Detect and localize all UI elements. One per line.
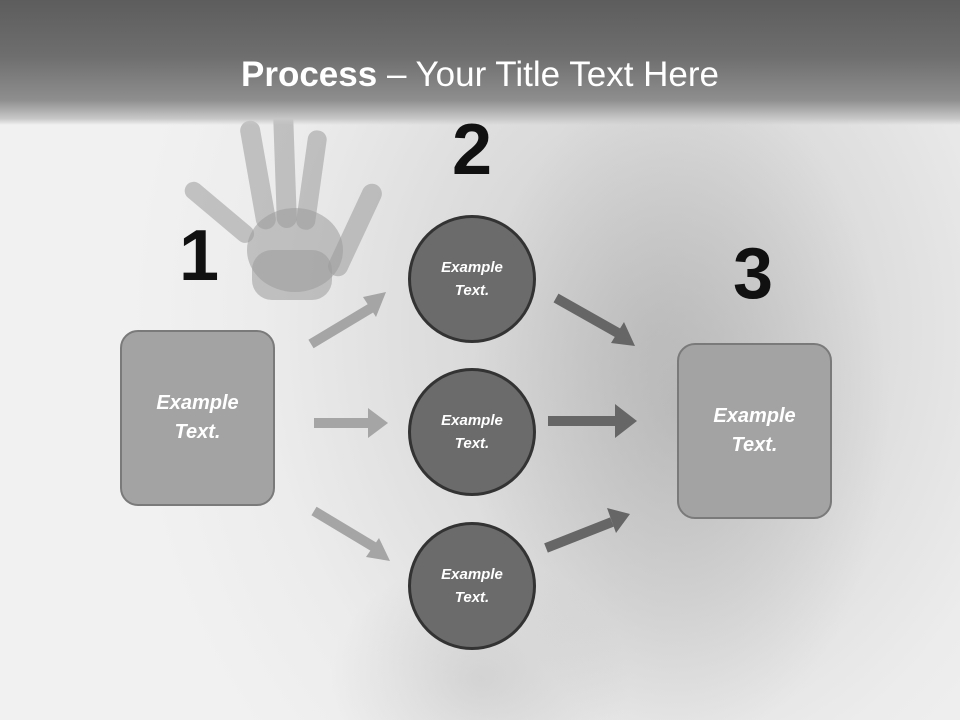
step-number-3: 3 — [732, 234, 774, 314]
title-bar — [0, 0, 960, 125]
arrow-1-to-2-middle — [314, 408, 388, 438]
arrow-2-to-3-bottom — [544, 508, 630, 553]
step-2-text-bottom: Example Text. — [441, 566, 503, 606]
arrow-2-to-3-top — [553, 293, 635, 346]
step-1-text: Example Text. — [156, 392, 239, 443]
step-2-circle-middle: Example Text. — [408, 368, 536, 496]
step-3-box: Example Text. — [677, 343, 832, 519]
step-2-circle-top: Example Text. — [408, 215, 536, 343]
step-number-1: 1 — [178, 216, 220, 296]
step-2-text-middle: Example Text. — [441, 412, 503, 452]
hand-silhouette — [184, 108, 382, 300]
arrow-1-to-2-top — [308, 292, 386, 349]
step-2-circle-bottom: Example Text. — [408, 522, 536, 650]
title-bold: Process — [241, 55, 378, 94]
step-3-text: Example Text. — [713, 405, 796, 456]
arrow-1-to-2-bottom — [311, 506, 390, 561]
step-number-2: 2 — [451, 110, 493, 190]
title-rest: – Your Title Text Here — [377, 55, 719, 94]
slide-title: Process – Your Title Text Here — [0, 55, 960, 95]
step-1-box: Example Text. — [120, 330, 275, 506]
step-2-text-top: Example Text. — [441, 259, 503, 299]
arrow-2-to-3-middle — [548, 404, 637, 438]
